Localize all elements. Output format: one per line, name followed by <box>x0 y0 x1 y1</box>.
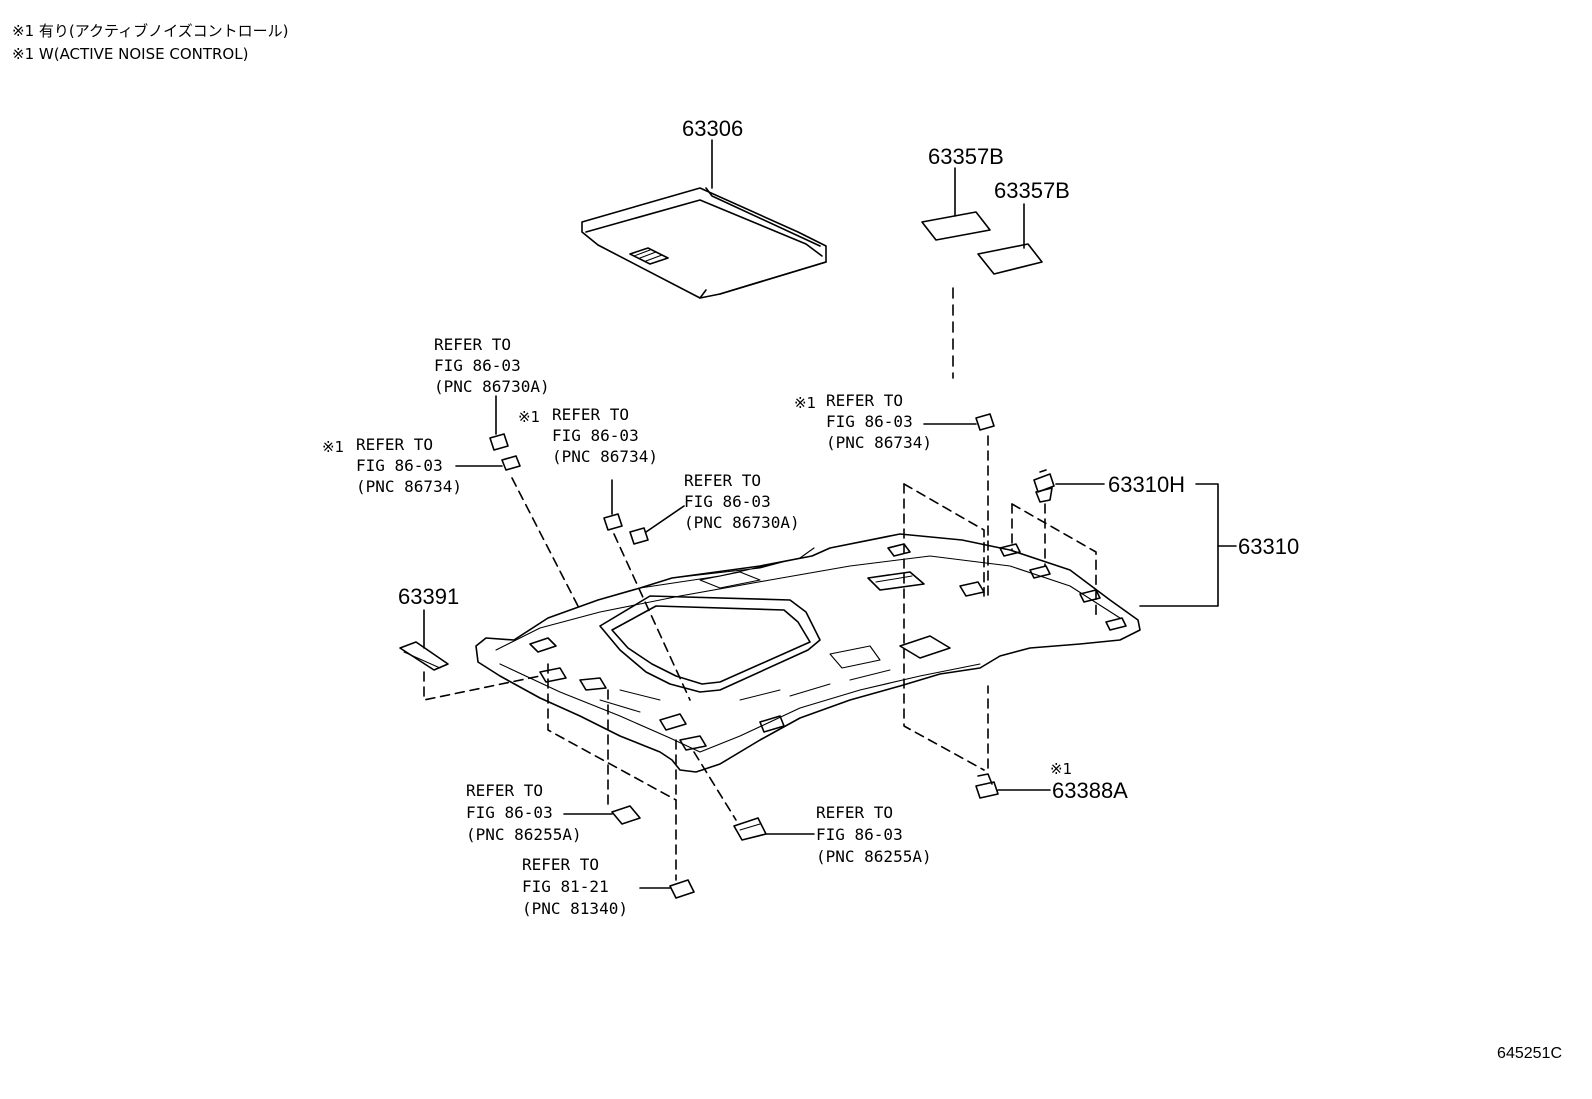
ref-line2: FIG 81-21 <box>522 877 609 896</box>
clip-86730a-right <box>629 527 649 545</box>
ref-line1: REFER TO <box>356 435 433 454</box>
mark-63388a: ※1 <box>1050 760 1072 778</box>
ref-line1: REFER TO <box>684 471 761 490</box>
label-63391: 63391 <box>398 584 459 609</box>
lamp-86255a-right <box>733 817 767 841</box>
clip-86734-left <box>501 455 521 471</box>
dashed-lower-right <box>693 751 737 821</box>
ref-81340: REFER TO FIG 81-21 (PNC 81340) <box>522 855 628 918</box>
ref-line1: REFER TO <box>522 855 599 874</box>
clip-86730a-left <box>489 433 509 451</box>
ref-line3: (PNC 86255A) <box>466 825 582 844</box>
label-63310h: 63310H <box>1108 472 1185 497</box>
ref-line2: FIG 86-03 <box>434 356 521 375</box>
applicability-note-jp: ※1 有り(アクティブノイズコントロール) <box>12 22 289 40</box>
roof-headliner-part <box>475 533 1141 773</box>
ref-line2: FIG 86-03 <box>552 426 639 445</box>
label-63357b-1: 63357B <box>928 144 1004 169</box>
ref-line1: REFER TO <box>816 803 893 822</box>
dashed-left-1 <box>511 477 581 611</box>
ref-line2: FIG 86-03 <box>684 492 771 511</box>
ref-line3: (PNC 81340) <box>522 899 628 918</box>
sunshade-panel-part <box>581 187 827 299</box>
ref-line3: (PNC 86730A) <box>434 377 550 396</box>
ref-mark: ※1 <box>322 438 344 456</box>
ref-line2: FIG 86-03 <box>826 412 913 431</box>
label-63357b-2: 63357B <box>994 178 1070 203</box>
ref-86734-mid: ※1 REFER TO FIG 86-03 (PNC 86734) <box>518 405 658 466</box>
pad-63357b-1 <box>921 211 991 241</box>
dashed-63391 <box>423 671 541 701</box>
clip-63388a <box>975 773 999 799</box>
dashed-mid-1 <box>613 533 691 701</box>
applicability-note-en: ※1 W(ACTIVE NOISE CONTROL) <box>12 45 249 63</box>
lamp-86255a-left <box>611 805 641 825</box>
ref-86255a-right: REFER TO FIG 86-03 (PNC 86255A) <box>816 803 932 866</box>
ref-line1: REFER TO <box>466 781 543 800</box>
ref-line1: REFER TO <box>552 405 629 424</box>
clip-86734-mid <box>603 513 623 531</box>
ref-line3: (PNC 86255A) <box>816 847 932 866</box>
trim-63391 <box>399 641 449 671</box>
dashed-box-right <box>1011 503 1097 617</box>
leader-ref4 <box>645 505 685 533</box>
clip-86734-right <box>975 413 995 431</box>
ref-line2: FIG 86-03 <box>356 456 443 475</box>
ref-line1: REFER TO <box>826 391 903 410</box>
label-63388a: 63388A <box>1052 778 1128 803</box>
ref-line3: (PNC 86730A) <box>684 513 800 532</box>
ref-86255a-left: REFER TO FIG 86-03 (PNC 86255A) <box>466 781 582 844</box>
clip-63310h <box>1033 469 1055 503</box>
ref-line2: FIG 86-03 <box>466 803 553 822</box>
lamp-81340 <box>669 879 695 899</box>
ref-line3: (PNC 86734) <box>552 447 658 466</box>
dashed-box-rear <box>903 483 985 597</box>
label-63310: 63310 <box>1238 534 1299 559</box>
diagram-id: 645251C <box>1497 1045 1562 1062</box>
ref-86734-left: ※1 REFER TO FIG 86-03 (PNC 86734) <box>322 435 462 496</box>
label-63306: 63306 <box>682 116 743 141</box>
ref-86734-right: ※1 REFER TO FIG 86-03 (PNC 86734) <box>794 391 932 452</box>
ref-line2: FIG 86-03 <box>816 825 903 844</box>
pad-63357b-2 <box>977 243 1043 275</box>
ref-86730a-left: REFER TO FIG 86-03 (PNC 86730A) <box>434 335 550 396</box>
ref-line3: (PNC 86734) <box>826 433 932 452</box>
ref-line3: (PNC 86734) <box>356 477 462 496</box>
ref-86730a-right: REFER TO FIG 86-03 (PNC 86730A) <box>684 471 800 532</box>
ref-mark: ※1 <box>794 394 816 412</box>
dashed-box-rear-2 <box>903 483 985 771</box>
dashed-lower-left <box>547 663 677 801</box>
ref-mark: ※1 <box>518 408 540 426</box>
bracket-63310 <box>1139 483 1219 607</box>
ref-line1: REFER TO <box>434 335 511 354</box>
